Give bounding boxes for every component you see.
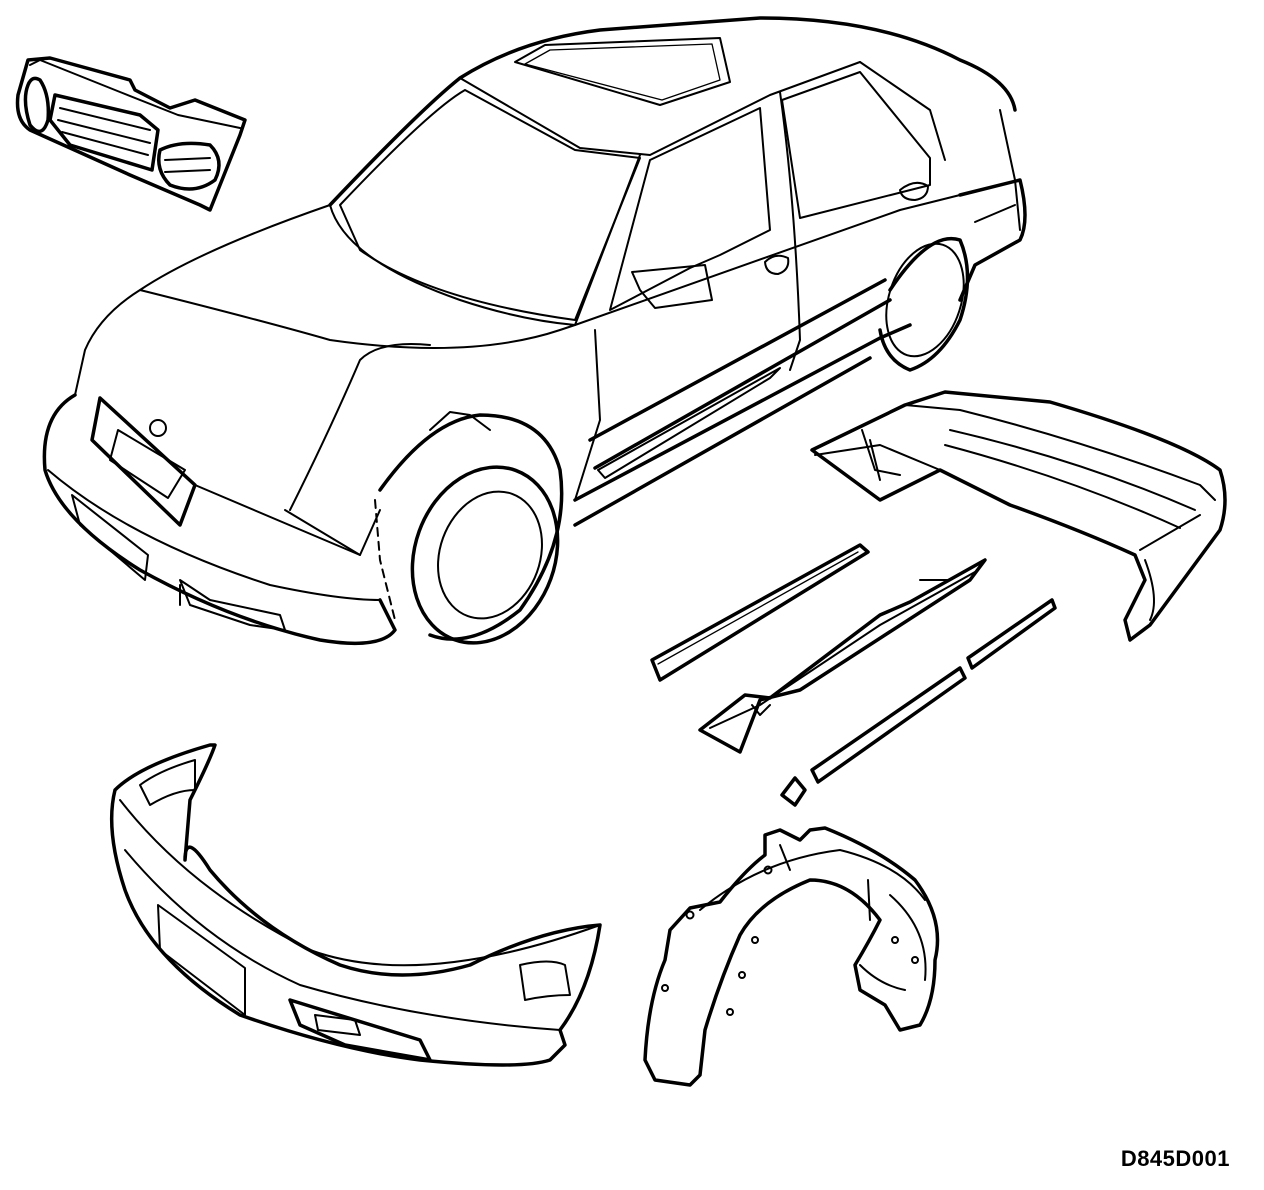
end-cap	[780, 776, 807, 807]
radiator-grille	[15, 56, 247, 212]
figure-reference-code: D845D001	[1120, 1146, 1230, 1171]
front-bumper	[109, 743, 602, 1067]
sill-moulding	[698, 558, 987, 754]
door-moulding-upper	[650, 543, 870, 682]
door-moulding-lower	[810, 598, 1057, 784]
wheel-arch-liner	[643, 826, 940, 1087]
rear-bumper	[810, 390, 1227, 642]
car-body	[42, 16, 1027, 646]
